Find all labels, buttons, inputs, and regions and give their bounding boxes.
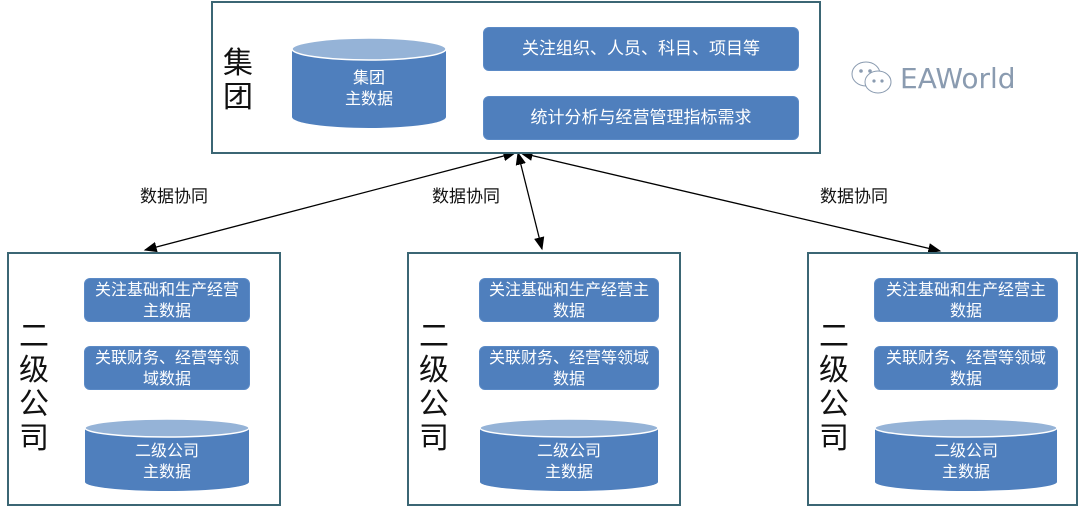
wechat-icon xyxy=(851,61,892,94)
watermark: EAWorld xyxy=(850,60,1016,96)
group-box: 集团 集团主数据 关注组织、人员、科目、项目等 统计分析与经营管理指标需求 xyxy=(211,1,821,154)
arrow-left xyxy=(143,150,517,253)
subsidiary-box-2: 二级公司 关注基础和生产经营主数据 关联财务、经营等领域数据 二级公司主数据 xyxy=(407,252,681,506)
db-line2: 主数据 xyxy=(941,462,990,481)
subsidiary-focus-2: 关联财务、经营等领域数据 xyxy=(874,346,1058,390)
subsidiary-master-data-cylinder: 二级公司主数据 xyxy=(479,418,659,492)
db-line1: 集团 xyxy=(352,68,385,87)
subsidiary-focus-1: 关注基础和生产经营主数据 xyxy=(84,278,250,322)
db-line1: 二级公司 xyxy=(134,441,199,460)
db-line1: 二级公司 xyxy=(933,441,998,460)
sync-label-middle: 数据协同 xyxy=(432,187,500,207)
subsidiary-label: 二级公司 xyxy=(419,319,449,456)
subsidiary-box-1: 二级公司 关注基础和生产经营主数据 关联财务、经营等领域数据 二级公司主数据 xyxy=(7,252,281,506)
sync-label-right: 数据协同 xyxy=(820,187,888,207)
subsidiary-focus-2: 关联财务、经营等领域数据 xyxy=(479,346,659,390)
group-master-data-cylinder: 集团主数据 xyxy=(291,37,447,129)
db-line2: 主数据 xyxy=(142,462,191,481)
arrow-right xyxy=(519,150,942,254)
sync-label-left: 数据协同 xyxy=(140,187,208,207)
group-label: 集团 xyxy=(223,46,253,115)
db-line2: 主数据 xyxy=(344,89,393,108)
subsidiary-master-data-cylinder: 二级公司主数据 xyxy=(84,418,250,492)
group-focus-2: 统计分析与经营管理指标需求 xyxy=(483,96,799,140)
group-focus-1: 关注组织、人员、科目、项目等 xyxy=(483,27,799,71)
arrow-middle xyxy=(515,151,545,251)
watermark-text: EAWorld xyxy=(900,61,1016,95)
db-line1: 二级公司 xyxy=(536,441,601,460)
subsidiary-box-3: 二级公司 关注基础和生产经营主数据 关联财务、经营等领域数据 二级公司主数据 xyxy=(807,252,1078,506)
subsidiary-focus-1: 关注基础和生产经营主数据 xyxy=(479,278,659,322)
subsidiary-master-data-cylinder: 二级公司主数据 xyxy=(874,418,1058,492)
db-line2: 主数据 xyxy=(544,462,593,481)
subsidiary-label: 二级公司 xyxy=(819,319,849,456)
subsidiary-focus-1: 关注基础和生产经营主数据 xyxy=(874,278,1058,322)
subsidiary-focus-2: 关联财务、经营等领域数据 xyxy=(84,346,250,390)
subsidiary-label: 二级公司 xyxy=(19,319,49,456)
